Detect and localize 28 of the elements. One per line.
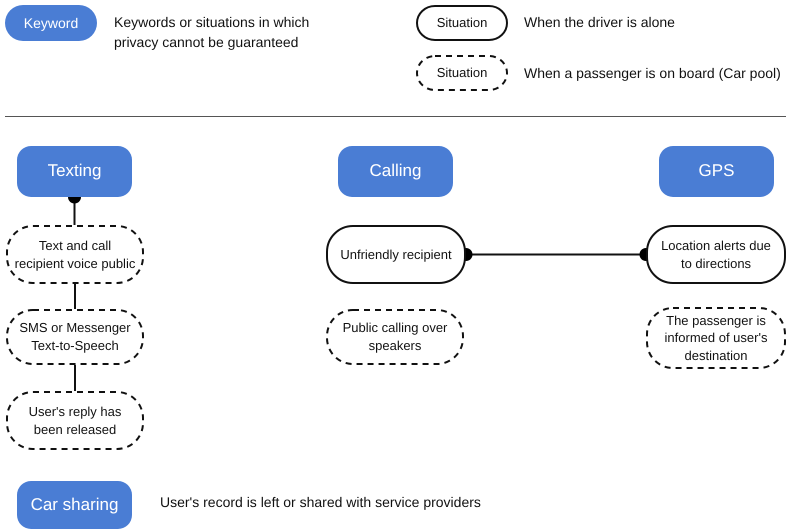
- keyword-pill: [17, 481, 132, 529]
- node-label: Calling: [370, 160, 422, 182]
- situation-box: [416, 5, 508, 41]
- node-label: Situation: [436, 64, 488, 82]
- keyword-pill: [659, 146, 774, 197]
- node-label: GPS: [698, 160, 734, 182]
- keyword-pill: [17, 146, 132, 197]
- node-label: User's reply has been released: [28, 402, 122, 438]
- connector-line: [74, 365, 76, 391]
- description-text: When the driver is alone: [524, 13, 675, 32]
- situation-box: [326, 225, 466, 284]
- node-label: SMS or Messenger Text-to-Speech: [18, 319, 132, 355]
- node-label: Car sharing: [30, 494, 118, 516]
- node-label: Text and call recipient voice public: [14, 236, 136, 272]
- description-text: User's record is left or shared with service providers: [160, 493, 481, 512]
- node-label: Unfriendly recipient: [340, 246, 452, 264]
- node-label: Location alerts due to directions: [660, 236, 772, 272]
- keyword-pill: [338, 146, 453, 197]
- description-text: When a passenger is on board (Car pool): [524, 64, 781, 83]
- node-label: The passenger is informed of user's destination: [664, 312, 768, 364]
- node-label: Keyword: [24, 14, 78, 32]
- node-label: Situation: [436, 14, 488, 32]
- keyword-pill: [5, 5, 97, 41]
- node-label: Texting: [48, 160, 102, 182]
- node-label: Public calling over speakers: [342, 319, 448, 355]
- connector-line: [74, 284, 76, 309]
- description-text: Keywords or situations in which privacy cannot be guaranteed: [114, 13, 310, 52]
- situation-box: [646, 225, 786, 284]
